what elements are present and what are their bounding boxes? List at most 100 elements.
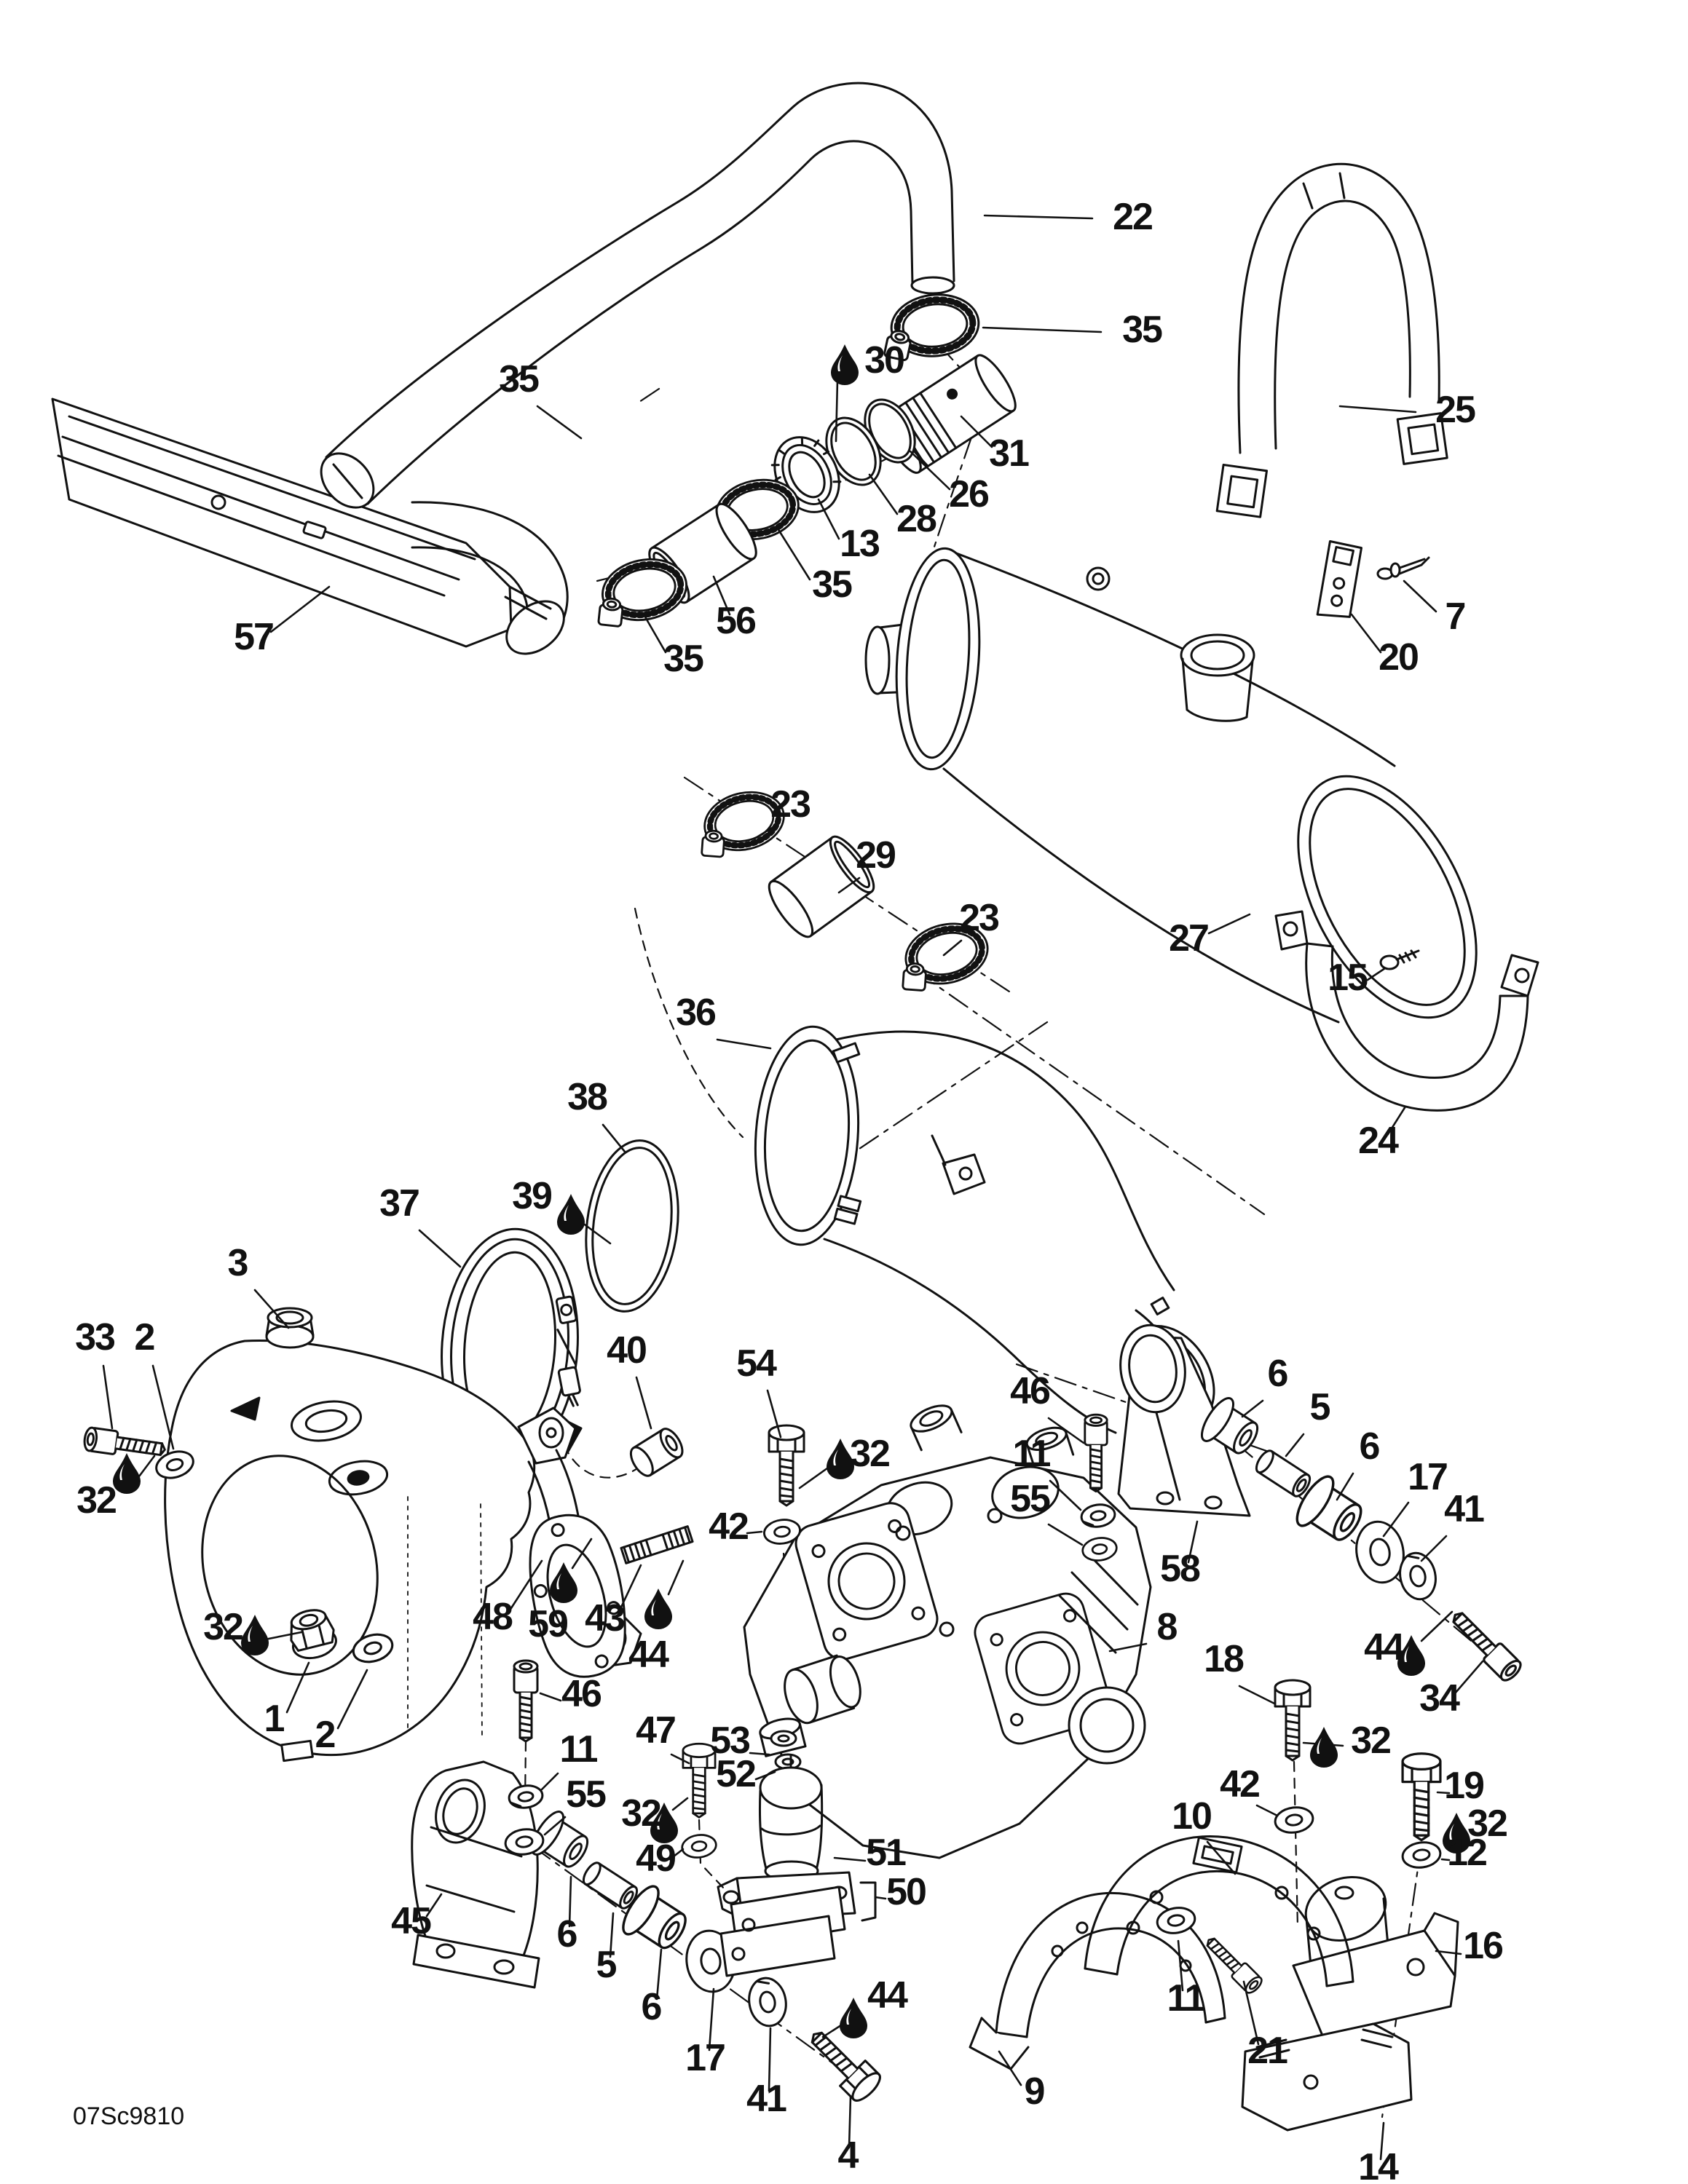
leader-line (1238, 1685, 1276, 1705)
oil-drop-icon (556, 1192, 586, 1236)
leader-line (1454, 1660, 1484, 1695)
bolt-21 (1200, 1931, 1266, 1997)
callout-32: 32 (621, 1792, 689, 1845)
leader-line (1350, 613, 1382, 654)
leader-line (837, 877, 861, 894)
callout-label: 43 (585, 1597, 625, 1639)
callout-label: 11 (1167, 1977, 1205, 2019)
leader-line (1187, 1520, 1199, 1564)
callout-label: 10 (1172, 1795, 1211, 1837)
callout-label: 26 (949, 473, 989, 515)
callout-label: 5 (1310, 1386, 1330, 1428)
bolt-46-left (513, 1659, 539, 1743)
leader-line (571, 1538, 593, 1570)
gasket-48 (529, 1514, 626, 1678)
callout-34: 34 (1419, 1660, 1484, 1720)
leader-line (983, 214, 1094, 220)
callout-label: 18 (1204, 1638, 1244, 1680)
callout-label: 17 (1408, 1456, 1447, 1498)
bolt-54 (768, 1424, 805, 1507)
leader-line (1207, 913, 1251, 935)
callout-21: 21 (1242, 1980, 1289, 2072)
callout-label: 49 (636, 1837, 675, 1880)
callout-32: 32 (1441, 1803, 1508, 1855)
callout-label: 50 (886, 1871, 926, 1913)
callout-label: 46 (561, 1673, 602, 1715)
leader-line (1047, 1523, 1084, 1546)
callout-52: 52 (716, 1753, 776, 1795)
leader-line (1285, 1433, 1305, 1457)
callout-label: 41 (1444, 1488, 1484, 1530)
callout-label: 6 (557, 1913, 577, 1955)
diagram-code: 07Sc9810 (73, 2102, 184, 2130)
washer-52 (774, 1753, 802, 1770)
washer-41-b (748, 1977, 787, 2027)
callout-48: 48 (473, 1559, 543, 1638)
callout-32: 32 (798, 1433, 891, 1489)
callout-label: 32 (621, 1792, 660, 1835)
callout-18: 18 (1204, 1638, 1276, 1705)
callout-label: 53 (710, 1720, 750, 1762)
leader-line (1336, 1472, 1354, 1501)
leader-line (909, 450, 951, 491)
callout-38: 38 (567, 1076, 626, 1153)
callout-label: 16 (1463, 1925, 1503, 1967)
leader-line (102, 1364, 114, 1430)
leader-line (1338, 405, 1417, 414)
callout-label: 59 (528, 1603, 567, 1645)
washer-49 (679, 1832, 719, 1861)
leader-line (655, 1948, 663, 2001)
callout-10: 10 (1172, 1795, 1237, 1875)
callout-label: 5 (596, 1944, 617, 1986)
callout-label: 56 (716, 600, 756, 642)
callout-label: 55 (566, 1773, 606, 1816)
callout-31: 31 (960, 415, 1030, 475)
callout-47: 47 (636, 1709, 690, 1765)
callout-28: 28 (868, 473, 938, 540)
callout-6: 6 (1336, 1425, 1381, 1501)
callout-label: 54 (736, 1342, 777, 1385)
leader-line (1177, 1939, 1184, 1992)
callout-55: 55 (1010, 1478, 1084, 1546)
callout-label: 28 (896, 498, 936, 540)
callout-41: 41 (1420, 1488, 1486, 1562)
callout-11: 11 (1013, 1433, 1082, 1511)
callout-35: 35 (499, 358, 583, 440)
leader-line (1255, 1804, 1279, 1817)
callout-label: 42 (1220, 1763, 1259, 1805)
bolt-19 (1401, 1752, 1442, 1842)
stud-43 (620, 1525, 694, 1564)
leader-line (285, 1661, 310, 1714)
callout-label: 25 (1435, 389, 1475, 431)
washer-41-a (1399, 1551, 1437, 1601)
callout-49: 49 (636, 1837, 685, 1880)
oil-drop-icon (829, 343, 860, 387)
leader-line (425, 1893, 443, 1918)
callout-label: 37 (379, 1182, 419, 1224)
leader-line (671, 1797, 689, 1811)
leader-line (669, 1848, 685, 1861)
leader-line (874, 1896, 887, 1900)
spacer-40 (629, 1428, 684, 1477)
callout-label: 32 (1467, 1803, 1507, 1845)
leader-line (539, 1692, 562, 1702)
callout-label: 17 (685, 2037, 725, 2079)
leader-line (264, 1631, 303, 1641)
bolt-46-right (1084, 1413, 1108, 1493)
leader-line (1382, 1501, 1410, 1538)
callout-44: 44 (821, 1974, 910, 2040)
callout-37: 37 (379, 1182, 462, 1268)
leader-line (418, 1229, 462, 1268)
leader-line (982, 326, 1103, 333)
leader-line (708, 1987, 715, 2052)
callout-27: 27 (1169, 913, 1251, 960)
callout-label: 15 (1328, 957, 1368, 999)
callout-label: 21 (1247, 2030, 1287, 2072)
guard-bracket-9 (969, 1892, 1226, 2070)
callout-11: 11 (540, 1728, 599, 1791)
leader-line (768, 2027, 772, 2092)
leader-line (508, 1559, 543, 1612)
leader-line (581, 1222, 612, 1245)
callout-2: 2 (135, 1316, 175, 1450)
